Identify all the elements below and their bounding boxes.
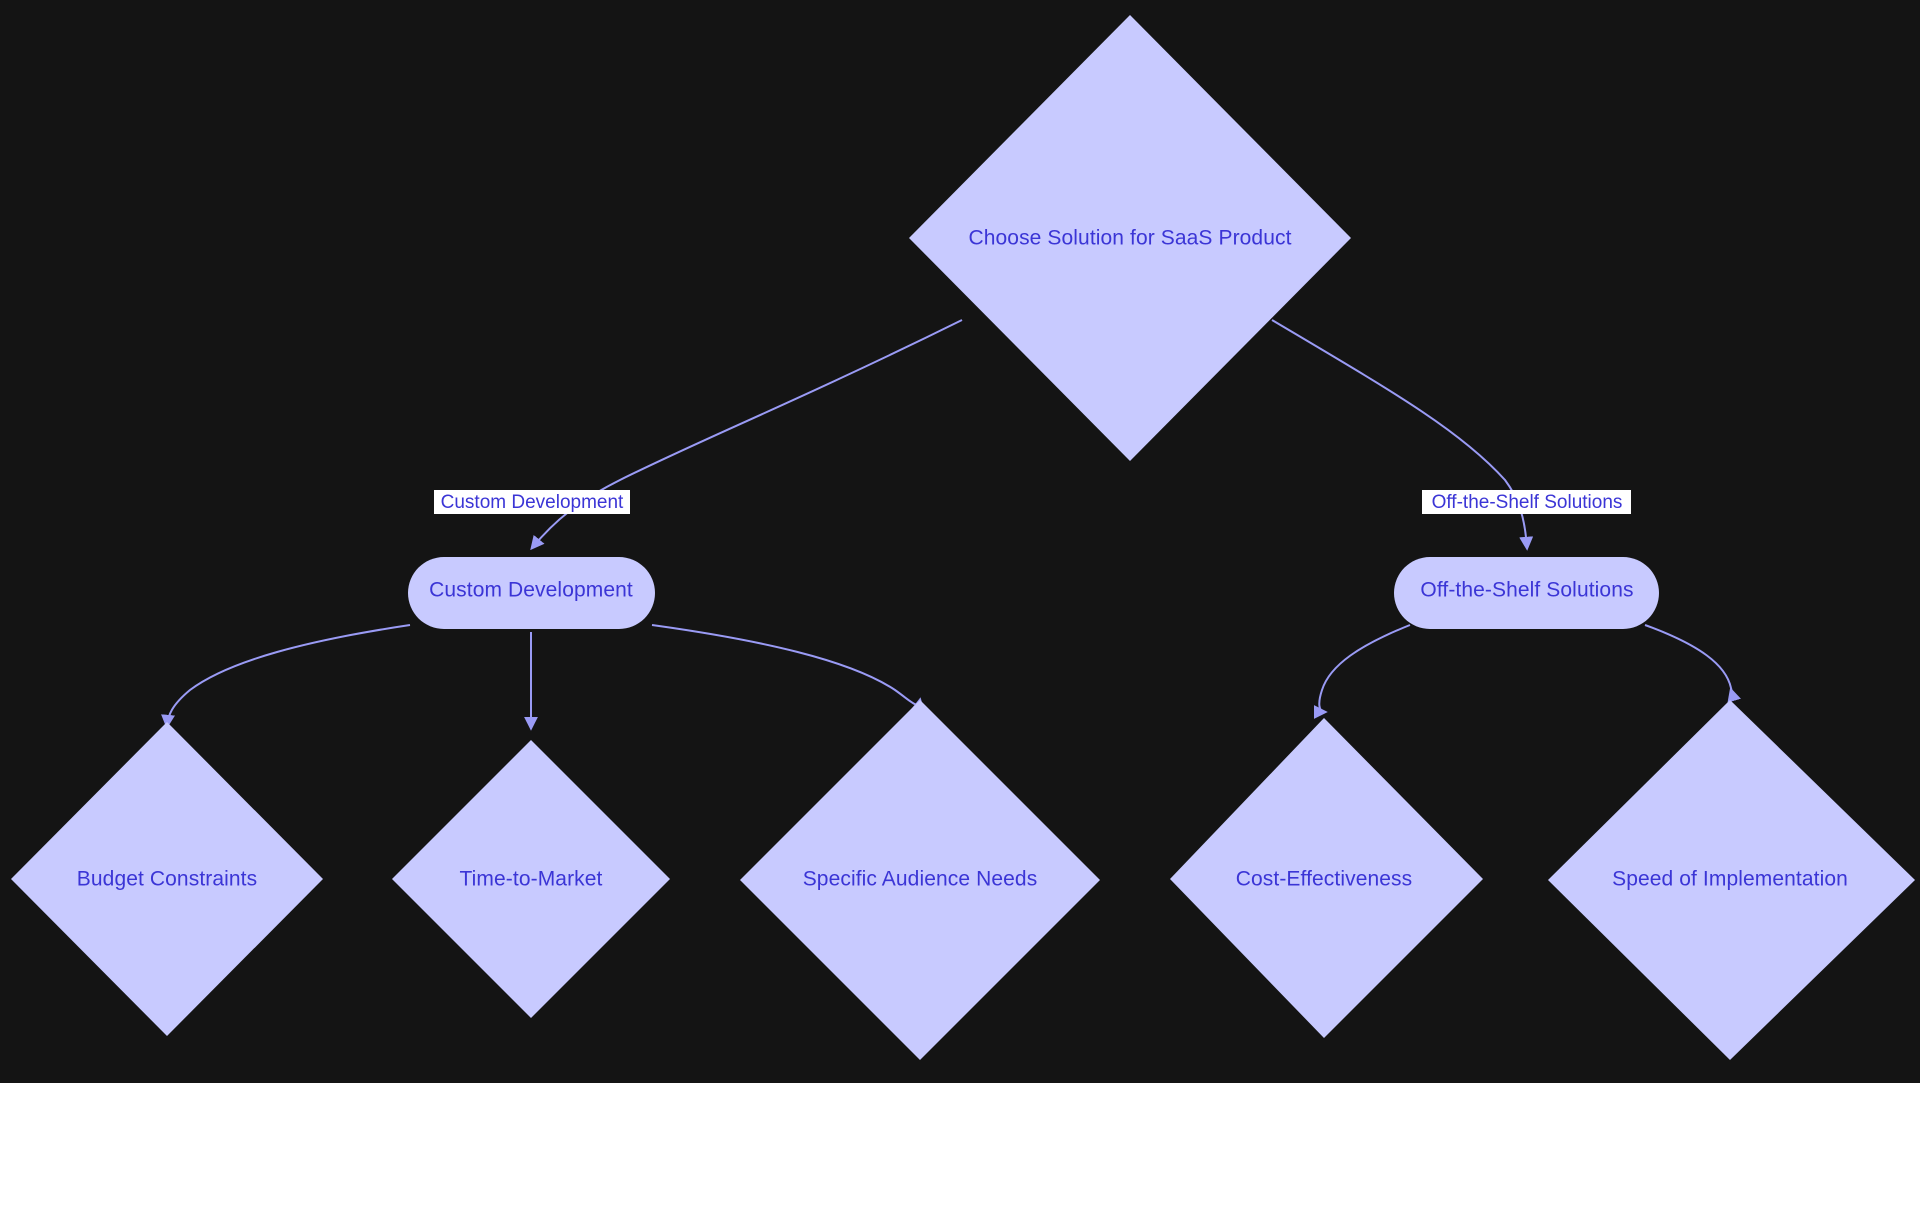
edge-layer (161, 319, 1741, 731)
node-root-label: Choose Solution for SaaS Product (968, 227, 1291, 250)
node-time-to-market-shape[interactable] (392, 740, 670, 1018)
node-speed-of-implementation-shape[interactable] (1548, 700, 1915, 1060)
edge-label-custom-development-text: Custom Development (441, 492, 624, 513)
node-custom-development-shape[interactable] (408, 557, 655, 629)
node-time-to-market-label: Time-to-Market (460, 868, 603, 891)
node-budget-constraints-shape[interactable] (11, 722, 323, 1036)
edge-label-custom-development: Custom Development (434, 490, 630, 514)
edge-root-to-custom (530, 319, 963, 551)
edge-label-off-the-shelf-solutions-text: Off-the-Shelf Solutions (1432, 492, 1623, 513)
node-root-shape[interactable] (909, 15, 1351, 461)
node-budget-constraints[interactable]: Budget Constraints (11, 722, 323, 1036)
node-off-the-shelf-solutions-label: Off-the-Shelf Solutions (1420, 579, 1633, 602)
node-budget-constraints-label: Budget Constraints (77, 868, 257, 891)
node-cost-effectiveness-label: Cost-Effectiveness (1236, 868, 1413, 891)
node-cost-effectiveness-shape[interactable] (1170, 718, 1483, 1038)
node-specific-audience-needs-shape[interactable] (740, 700, 1100, 1060)
edge-label-custom-development-bg (434, 490, 630, 514)
edge-ots-to-cost (1313, 624, 1411, 719)
node-custom-development[interactable]: Custom Development (408, 557, 655, 629)
node-root[interactable]: Choose Solution for SaaS Product (909, 15, 1351, 461)
node-time-to-market[interactable]: Time-to-Market (392, 740, 670, 1018)
node-custom-development-label: Custom Development (429, 579, 633, 602)
node-specific-audience-needs[interactable]: Specific Audience Needs (740, 700, 1100, 1060)
flowchart-svg: Choose Solution for SaaS Product Custom … (11, 15, 1915, 1060)
edge-custom-to-needs (651, 624, 925, 713)
node-speed-of-implementation[interactable]: Speed of Implementation (1548, 700, 1915, 1060)
node-off-the-shelf-solutions[interactable]: Off-the-Shelf Solutions (1394, 557, 1659, 629)
edge-label-off-the-shelf-solutions-bg (1422, 490, 1631, 514)
footer-bar (0, 1083, 1920, 1215)
edge-label-off-the-shelf-solutions: Off-the-Shelf Solutions (1422, 490, 1631, 514)
node-cost-effectiveness[interactable]: Cost-Effectiveness (1170, 718, 1483, 1038)
diagram-canvas: Choose Solution for SaaS Product Custom … (0, 0, 1920, 1083)
node-specific-audience-needs-label: Specific Audience Needs (803, 868, 1038, 891)
edge-custom-to-budget (161, 624, 411, 729)
edge-ots-to-speed (1644, 624, 1741, 703)
node-speed-of-implementation-label: Speed of Implementation (1612, 868, 1848, 891)
node-off-the-shelf-solutions-shape[interactable] (1394, 557, 1659, 629)
edge-root-to-ots (1271, 319, 1534, 551)
